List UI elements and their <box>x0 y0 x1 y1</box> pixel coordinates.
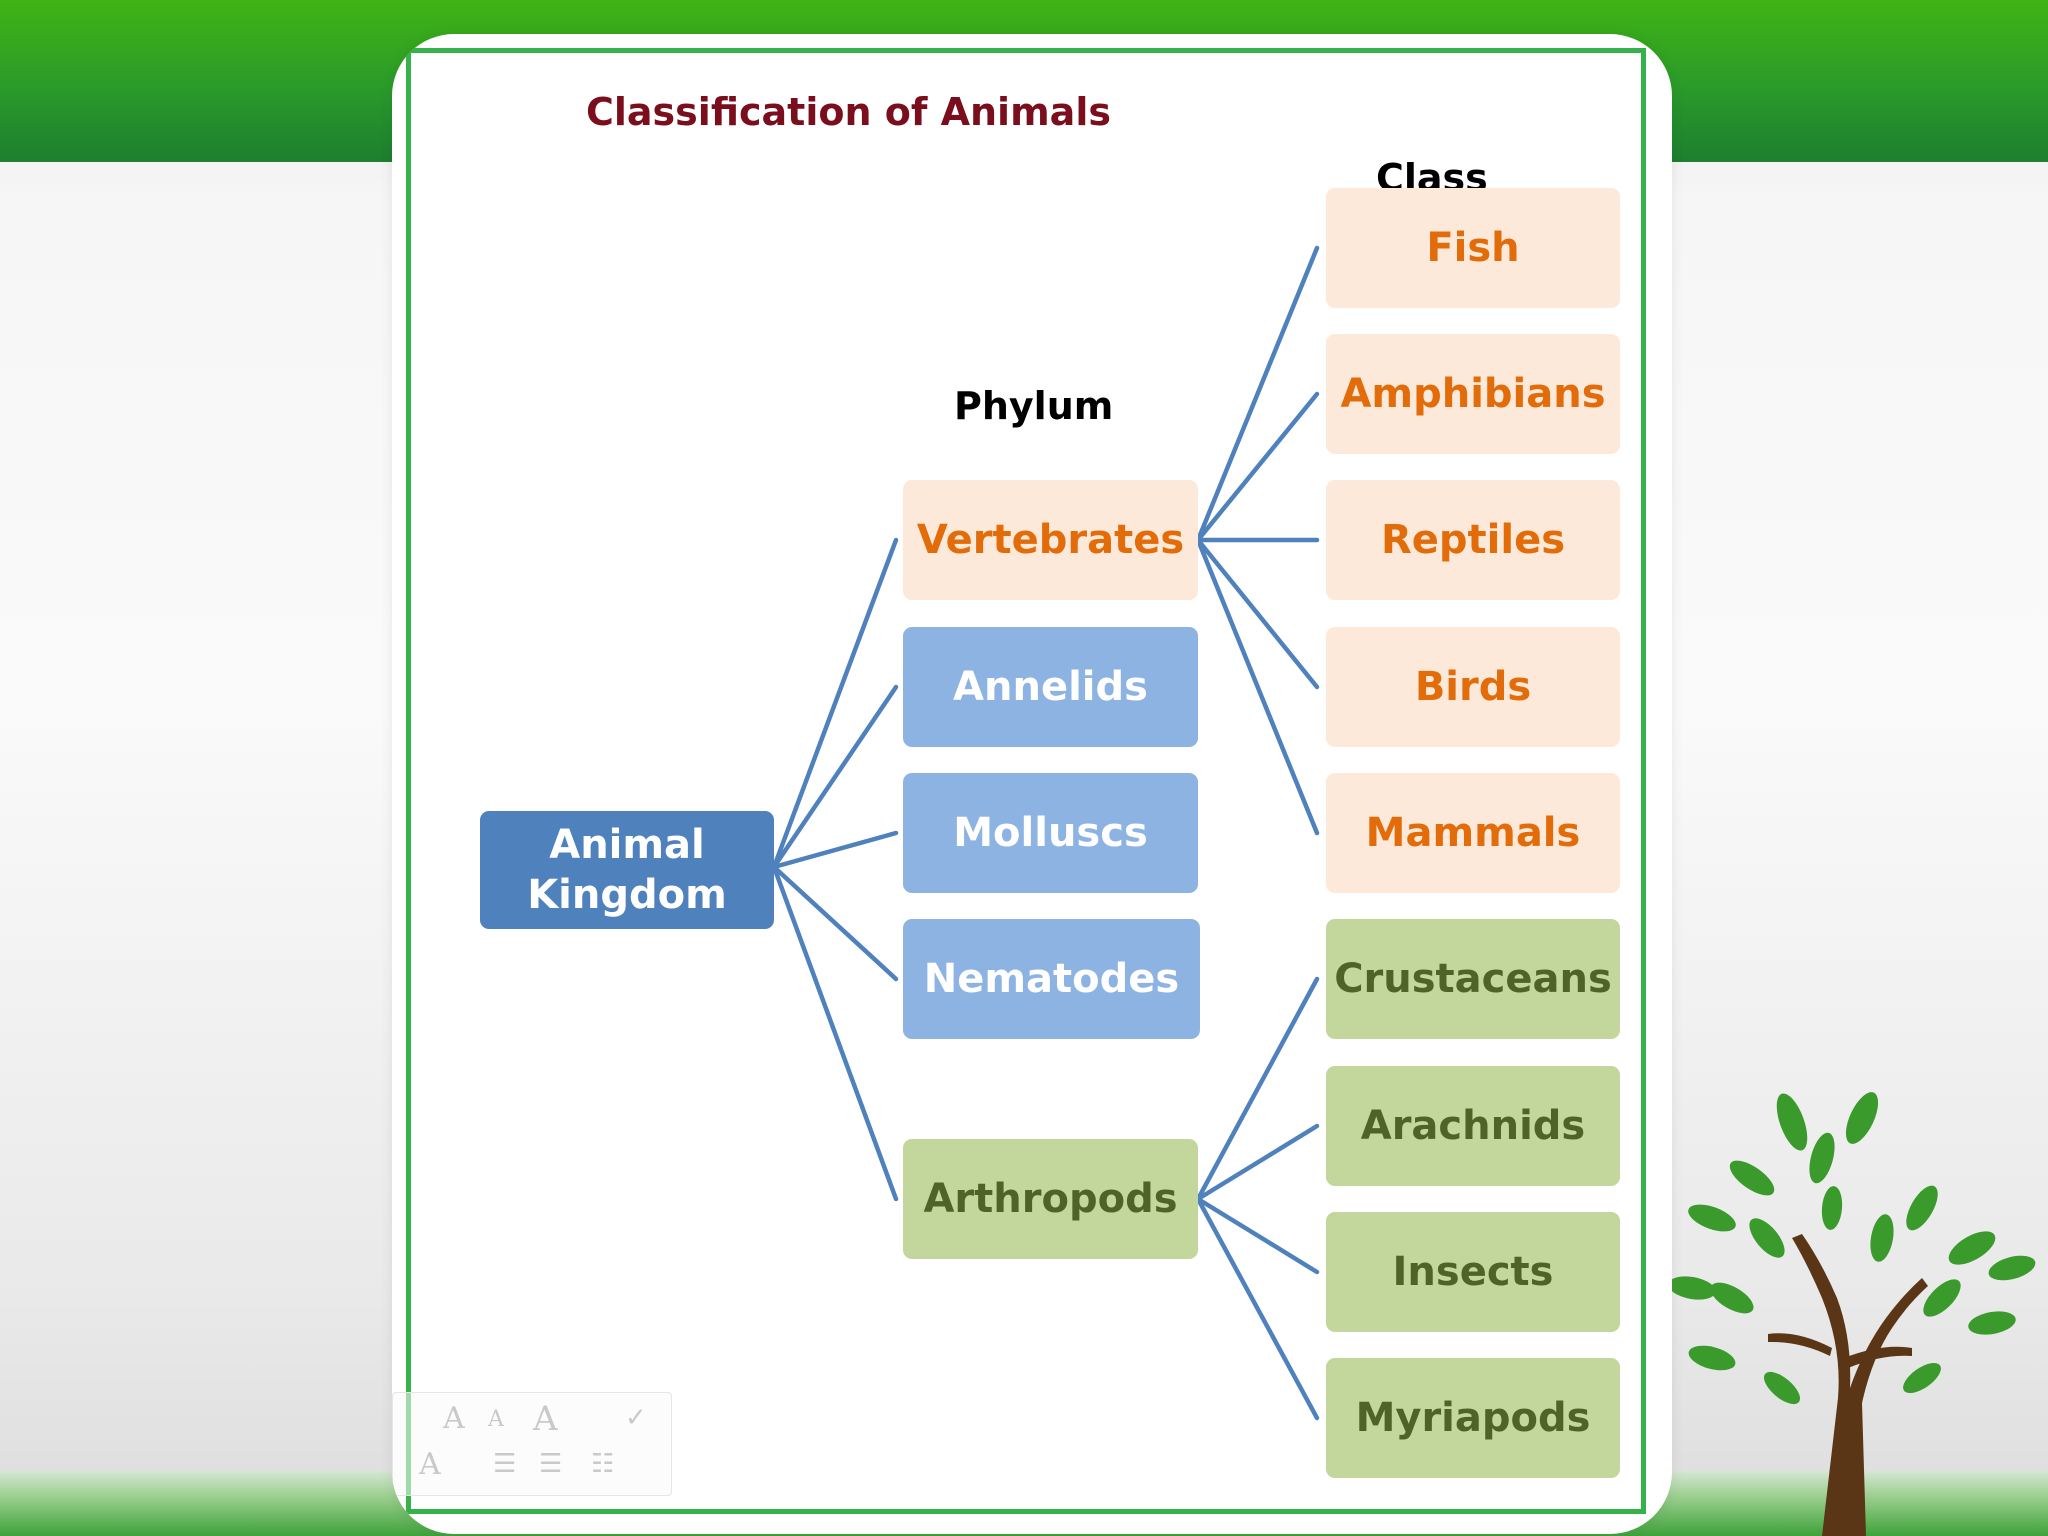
node-arthropods: Arthropods <box>903 1139 1198 1259</box>
floating-format-toolbar: A A A ✓ A ☰ ☰ ☷ <box>392 1392 672 1496</box>
connector-lines <box>771 245 1320 1421</box>
node-molluscs: Molluscs <box>903 773 1198 893</box>
node-reptiles: Reptiles <box>1326 480 1620 600</box>
connector-arthropods-crustaceans <box>1195 976 1320 1202</box>
node-animal-kingdom-line1: Animal <box>549 822 705 868</box>
node-animal-kingdom-line2: Kingdom <box>527 872 727 918</box>
font-color-icon: A <box>419 1447 441 1482</box>
grow-font-icon: A <box>443 1401 465 1436</box>
node-myriapods: Myriapods <box>1326 1358 1620 1478</box>
phylum-header: Phylum <box>954 384 1114 428</box>
text-style-icon: A <box>533 1399 558 1439</box>
node-nematodes: Nematodes <box>903 919 1200 1039</box>
connector-arthropods-arachnids <box>1195 1123 1320 1202</box>
tree-illustration-icon <box>1672 1092 2036 1536</box>
connector-root-arthropods <box>771 864 899 1202</box>
node-crustaceans: Crustaceans <box>1326 919 1620 1039</box>
diagram-title: Classification of Animals <box>586 90 1111 134</box>
connector-arthropods-insects <box>1195 1196 1320 1275</box>
node-amphibians: Amphibians <box>1326 334 1620 454</box>
connector-root-nematodes <box>771 864 899 982</box>
node-vertebrates: Vertebrates <box>903 480 1198 600</box>
connector-arthropods-myriapods <box>1195 1196 1320 1421</box>
shrink-font-icon: A <box>488 1407 504 1432</box>
increase-indent-icon: ☰ <box>539 1449 563 1479</box>
format-painter-icon: ✓ <box>625 1403 647 1433</box>
node-arachnids: Arachnids <box>1326 1066 1620 1186</box>
diagram-frame <box>406 48 1646 1514</box>
connector-root-annelids <box>771 684 899 870</box>
connector-vertebrates-mammals <box>1195 537 1320 836</box>
decrease-indent-icon: ☰ <box>493 1449 517 1479</box>
node-mammals: Mammals <box>1326 773 1620 893</box>
connector-vertebrates-birds <box>1195 537 1320 690</box>
node-fish: Fish <box>1326 188 1620 308</box>
node-insects: Insects <box>1326 1212 1620 1332</box>
node-birds: Birds <box>1326 627 1620 747</box>
slide-card: Classification of Animals Class Phylum A… <box>392 34 1672 1534</box>
bullets-icon: ☷ <box>591 1449 615 1479</box>
connector-vertebrates-fish <box>1195 245 1320 543</box>
node-animal-kingdom: Animal Kingdom <box>480 811 774 929</box>
connector-root-vertebrates <box>771 537 899 870</box>
connector-root-molluscs <box>771 830 899 870</box>
node-annelids: Annelids <box>903 627 1198 747</box>
connector-vertebrates-amphibians <box>1195 391 1320 543</box>
